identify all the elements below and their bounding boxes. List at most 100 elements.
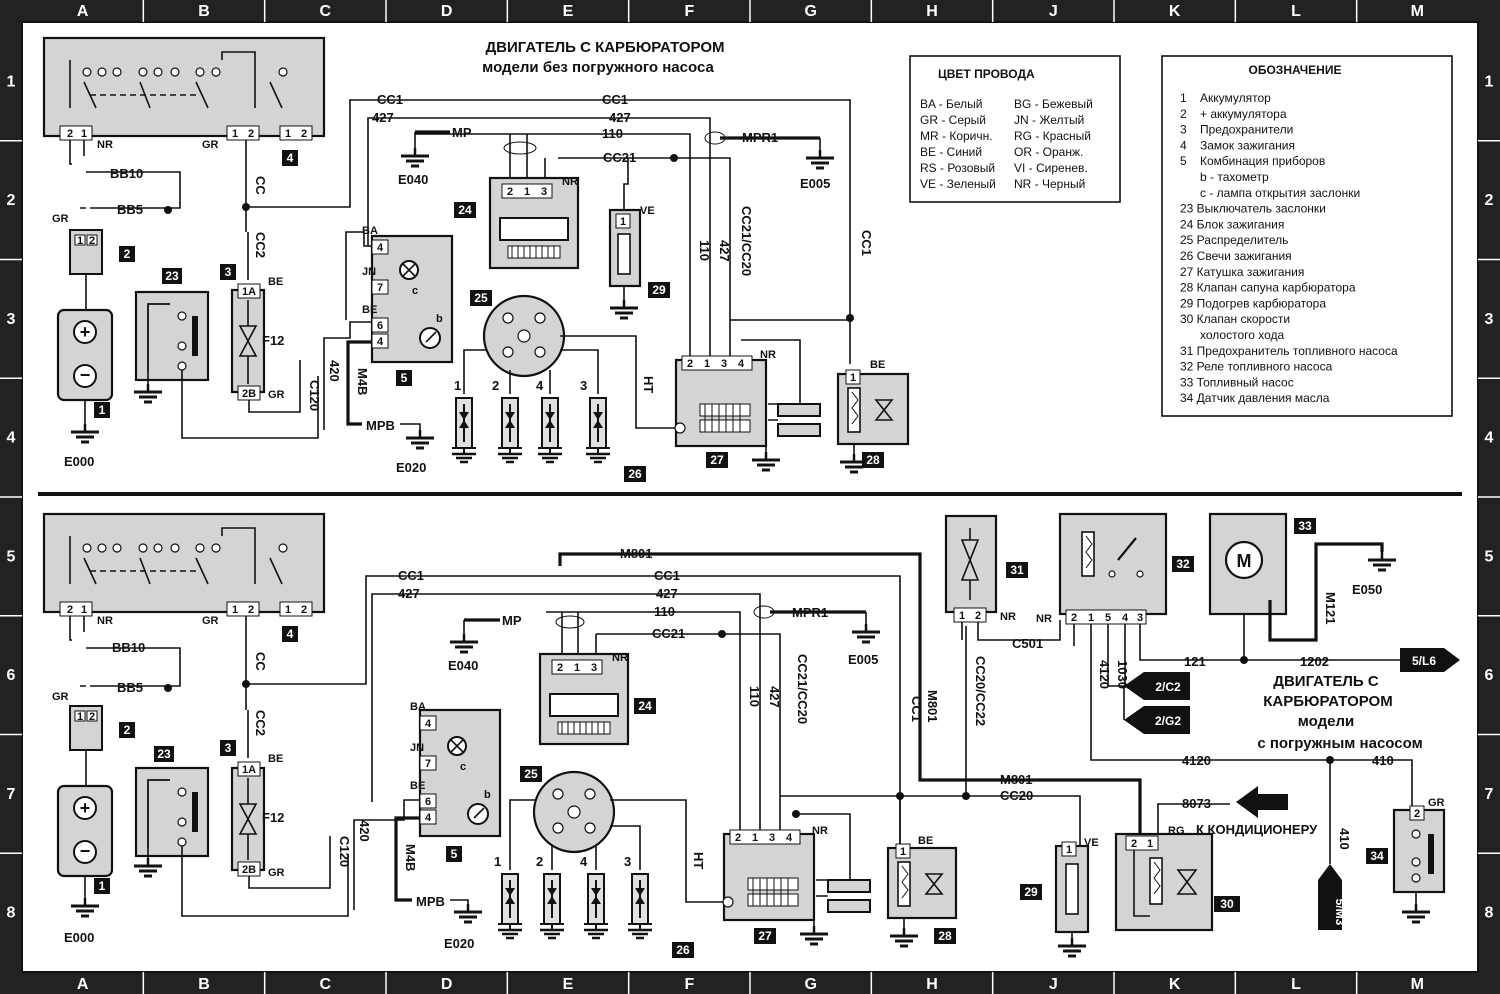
ground-e005-top: E005 [800,176,830,191]
wire-be-5: BE [362,304,377,316]
wire-cc1-bottom-c: CC1 [909,696,924,722]
frame-row-left-8: 8 [7,905,16,922]
wire-be-28: BE [870,359,885,371]
svg-text:2: 2 [89,711,95,723]
wire-mpr1-bottom: MPR1 [792,605,828,620]
tag-1-bottom: 1 [99,879,106,893]
tag-33: 33 [1298,519,1312,533]
svg-text:4: 4 [425,718,432,730]
tag-27-top: 27 [710,453,724,467]
wire-gr-2: GR [52,213,69,225]
designation-item: 32 Реле топливного насоса [1180,360,1333,374]
tag-5-top: 5 [401,371,408,385]
wire-121: 121 [1184,654,1206,669]
svg-text:1: 1 [959,610,965,622]
frame-col-bottom-J: J [1049,976,1058,993]
designation-item: 23 Выключатель заслонки [1180,202,1326,216]
wire-420-bottom: 420 [357,820,372,842]
frame-col-bottom-F: F [684,976,694,993]
designation-item: 3 Предохранители [1180,123,1293,137]
ref-5-m3: 5/M3 [1333,899,1347,926]
wire-cc21-cc20-bottom: CC21/CC20 [795,654,810,724]
tag-32: 32 [1176,557,1190,571]
tag-5-bottom: 5 [451,847,458,861]
wire-nr-24-bottom: NR [612,652,628,664]
wire-nr-32: NR [1036,613,1052,625]
svg-text:3: 3 [1137,612,1143,624]
wire-mpr1: MPR1 [742,130,778,145]
wire-1030: 1030 [1115,660,1130,689]
top-title-line2: модели без погружного насоса [482,59,714,76]
wire-4120: 4120 [1182,753,1211,768]
svg-text:4: 4 [738,358,745,370]
svg-text:2: 2 [67,604,73,616]
wire-gr-bottom: GR [202,615,219,627]
svg-text:M: M [1237,551,1252,571]
frame-col-top-J: J [1049,3,1058,20]
wire-410-vertical: 410 [1337,828,1352,850]
wire-bb10: BB10 [110,166,143,181]
ground-e005-bottom: E005 [848,652,878,667]
svg-text:2: 2 [301,604,307,616]
wire-cc2: CC2 [253,232,268,258]
svg-text:1: 1 [524,186,530,198]
tag-31: 31 [1010,563,1024,577]
designation-item: 24 Блок зажигания [1180,217,1284,231]
ac-arrow [1236,786,1288,818]
tag-27-bottom: 27 [758,929,772,943]
frame-col-bottom-G: G [804,976,816,993]
ground-e040-top: E040 [398,172,428,187]
svg-text:2B: 2B [242,864,256,876]
wire-nr-bottom: NR [97,615,113,627]
wire-label-nr: NR [97,139,113,151]
plug-4-top: 4 [536,378,544,393]
cluster-c-label: c [412,285,418,297]
svg-text:1A: 1A [242,286,256,298]
tag-24-top: 24 [458,203,472,217]
frame-col-bottom-L: L [1291,976,1301,993]
tag-25-bottom: 25 [524,767,538,781]
frame-col-top-A: A [77,3,89,20]
oil-pressure-sensor: 2 GR [1392,797,1446,924]
wire-mp: MP [452,125,472,140]
tag-4-bottom: 4 [287,627,294,641]
wire-m4b-bottom: M4B [403,844,418,871]
ground-e040-bottom: E040 [448,658,478,673]
tag-26-bottom: 26 [676,943,690,957]
spark-plugs-top: 1 2 4 3 [450,378,612,464]
wire-cc1-bottom-b: CC1 [654,568,680,583]
frame-row-left-2: 2 [7,192,16,209]
frame-col-bottom-M: M [1411,976,1424,993]
wire-be-3: BE [268,276,283,288]
svg-text:1: 1 [81,128,87,140]
wire-cc21: CC21 [603,150,636,165]
wire-ba: BA [362,225,378,237]
svg-text:−: − [80,365,91,385]
wire-color-left-item: VE - Зеленый [920,177,996,191]
frame-col-top-B: B [198,3,210,20]
ref-2-g2-arrow: 2/G2 [1124,706,1190,734]
to-air-conditioner-label: К КОНДИЦИОНЕРУ [1196,822,1318,837]
svg-text:1: 1 [285,128,291,140]
frame-row-left-4: 4 [7,430,16,447]
wire-color-left-item: RS - Розовый [920,161,995,175]
wire-cc20-cc22: CC20/CC22 [973,656,988,726]
wire-m801: M801 [620,546,653,561]
wire-427-c: 427 [717,240,732,262]
frame-row-left-3: 3 [7,311,16,328]
wire-be-5-bottom: BE [410,780,425,792]
frame-col-top-M: M [1411,3,1424,20]
designation-item: c - лампа открытия заслонки [1180,186,1360,200]
wire-cc-bottom: CC [253,652,268,671]
plug-3-bottom: 3 [624,854,631,869]
svg-text:1A: 1A [242,764,256,776]
frame-col-top-C: C [320,3,332,20]
wire-cc1: CC1 [377,92,403,107]
